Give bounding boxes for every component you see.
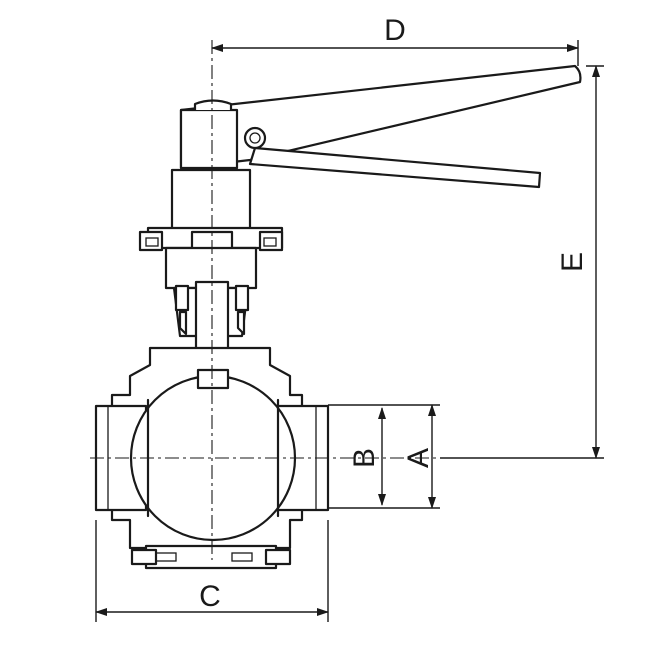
dimension-d: D xyxy=(211,14,579,66)
valve-body xyxy=(94,346,330,550)
bottom-feet xyxy=(130,544,292,570)
center-lines xyxy=(90,40,440,560)
dimension-b: B xyxy=(348,407,386,506)
dimension-label-a: A xyxy=(402,448,435,468)
dimension-label-e: E xyxy=(556,252,589,272)
dimension-label-d: D xyxy=(384,14,406,47)
dimension-label-b: B xyxy=(348,448,381,468)
dimension-c: C xyxy=(95,520,329,622)
handle-lever xyxy=(179,64,582,189)
dimension-e: E xyxy=(440,65,604,459)
dimension-a: A xyxy=(328,404,440,509)
dimension-label-c: C xyxy=(199,580,221,613)
